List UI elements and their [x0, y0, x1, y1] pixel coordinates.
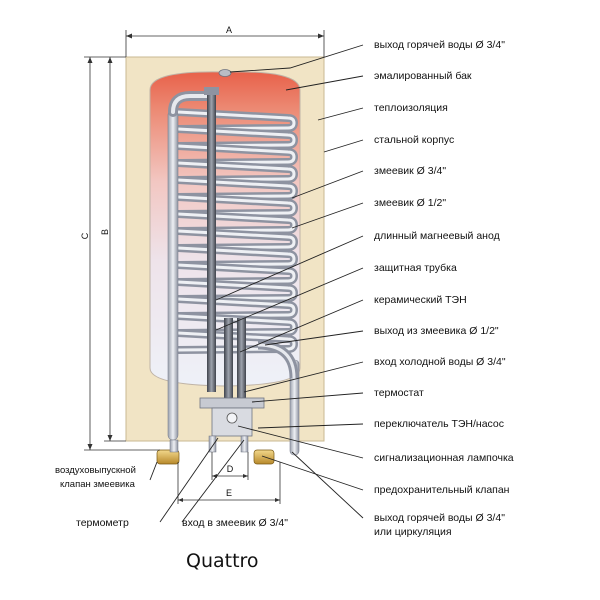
leader-lines: [149, 44, 364, 523]
signal-lamp-icon: [226, 412, 238, 424]
coil-winding-highlight: [177, 127, 296, 148]
dimension-d-label: D: [227, 464, 234, 474]
dimension-c: C: [80, 56, 160, 451]
coil-winding-highlight: [177, 161, 296, 182]
coil-winding-highlight: [177, 195, 296, 216]
coil-winding-highlight: [177, 297, 296, 318]
label-insulation: теплоизоляция: [374, 102, 448, 114]
heat-exchanger-coil: [177, 108, 298, 354]
coil-winding-highlight: [177, 229, 296, 250]
diagram-title: Quattro: [186, 550, 259, 572]
right-labels: выход горячей воды Ø 3/4" эмалированный …: [374, 39, 514, 538]
label-protective-tube: защитная трубка: [374, 262, 457, 274]
coil-winding-highlight: [177, 178, 296, 199]
coil-winding-highlight: [177, 314, 296, 335]
coil-winding-highlight: [177, 331, 296, 352]
hot-water-outlet-fitting: [218, 69, 232, 77]
coil-winding-highlight: [177, 246, 296, 267]
dimension-b: B: [100, 57, 126, 442]
air-release-valve-icon: [156, 449, 180, 465]
label-hot-water-outlet: выход горячей воды Ø 3/4": [374, 39, 505, 51]
coil-winding-highlight: [177, 110, 296, 131]
label-cold-water-inlet: вход холодной воды Ø 3/4": [374, 356, 506, 368]
left-labels: воздуховыпускной клапан змеевика термоме…: [55, 465, 288, 529]
label-signal-lamp: сигнализационная лампочка: [374, 452, 514, 464]
coil-winding-highlight: [177, 263, 296, 284]
heating-flange: [199, 397, 265, 437]
dimension-e-label: E: [226, 488, 232, 498]
label-magnesium-anode: длинный магнеевый анод: [374, 230, 500, 242]
label-coil-outlet: выход из змеевика Ø 1/2": [374, 325, 499, 337]
label-thermometer: термометр: [76, 517, 129, 529]
dimension-c-label: C: [80, 232, 90, 239]
label-air-release-valve: воздуховыпускной: [55, 465, 136, 476]
coil-winding-highlight: [177, 212, 296, 233]
label-hot-water-outlet-bottom: выход горячей воды Ø 3/4": [374, 512, 505, 524]
dimension-a: A: [125, 25, 325, 57]
label-enamelled-tank: эмалированный бак: [374, 70, 472, 82]
label-circulation: или циркуляция: [374, 526, 452, 538]
label-coil-3-4: змеевик Ø 3/4": [374, 165, 446, 177]
label-thermostat: термостат: [374, 387, 424, 399]
ceramic-heating-element: [224, 318, 246, 398]
dimension-a-label: A: [226, 25, 232, 35]
coil-winding-highlight: [177, 280, 296, 301]
label-coil-1-2: змеевик Ø 1/2": [374, 197, 446, 209]
label-safety-valve: предохранительный клапан: [374, 484, 510, 496]
dimension-e: E: [177, 462, 281, 504]
label-coil-inlet: вход в змеевик Ø 3/4": [182, 517, 288, 529]
dimension-b-label: B: [100, 229, 110, 235]
coil-winding-highlight: [177, 144, 296, 165]
label-ceramic-heater: керамический ТЭН: [374, 294, 467, 306]
label-coil-valve: клапан змеевика: [60, 479, 136, 490]
magnesium-anode: [204, 87, 219, 392]
label-heater-pump-switch: переключатель ТЭН/насос: [374, 418, 504, 430]
label-steel-casing: стальной корпус: [374, 134, 454, 146]
dimension-d: D: [211, 452, 249, 480]
